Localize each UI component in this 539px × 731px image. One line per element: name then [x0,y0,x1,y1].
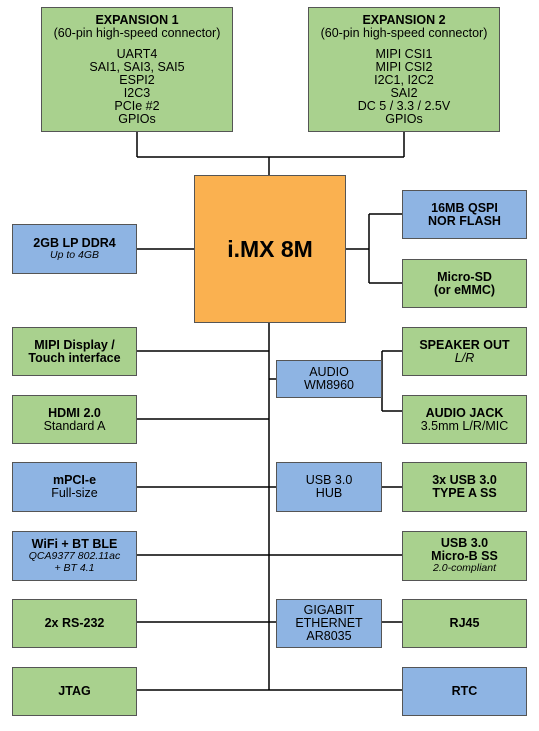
usb-microb-line1: USB 3.0 [440,536,489,551]
audio-jack-note: 3.5mm L/R/MIC [420,418,509,433]
hdmi-block: HDMI 2.0 Standard A [12,395,137,444]
ethernet-block: GIGABIT ETHERNET AR8035 [276,599,382,648]
qspi-line1: 16MB QSPI [431,200,498,215]
microsd-block: Micro-SD (or eMMC) [402,259,527,308]
wifi-title: WiFi + BT BLE [31,537,118,551]
audio-jack-title: AUDIO JACK [425,405,504,420]
expansion1-item: ESPI2 [119,72,155,87]
usb-microb-note: 2.0-compliant [432,562,497,575]
usb-typea-line1: 3x USB 3.0 [432,473,497,487]
expansion2-item: MIPI CSI2 [375,59,433,74]
ethernet-line2: ETHERNET [295,616,363,630]
cpu-block: i.MX 8M [194,175,346,323]
microsd-line1: Micro-SD [437,269,492,284]
expansion1-item: GPIOs [118,111,156,126]
speaker-out-block: SPEAKER OUT L/R [402,327,527,376]
audio-line1: AUDIO [309,365,349,379]
audio-line2: WM8960 [303,378,355,392]
jtag-label: JTAG [58,684,91,698]
expansion1-item: I2C3 [123,85,151,100]
mpcie-block: mPCI-e Full-size [12,462,137,512]
usb-hub-line1: USB 3.0 [305,473,353,487]
mpcie-note: Full-size [51,486,98,500]
expansion2-item: DC 5 / 3.3 / 2.5V [357,98,451,113]
mipi-display-line1: MIPI Display / [34,337,115,352]
ethernet-line3: AR8035 [306,629,352,643]
expansion1-block: EXPANSION 1 (60-pin high-speed connector… [41,7,233,132]
hdmi-note: Standard A [43,418,106,433]
usb-hub-line2: HUB [315,486,343,500]
rs232-label: 2x RS-232 [44,616,105,630]
rs232-block: 2x RS-232 [12,599,137,648]
ethernet-line1: GIGABIT [303,603,355,617]
expansion1-item: UART4 [116,46,158,61]
rtc-label: RTC [451,684,478,698]
expansion2-item: I2C1, I2C2 [374,72,434,87]
hdmi-title: HDMI 2.0 [48,405,101,420]
expansion2-item: MIPI CSI1 [375,46,433,61]
rj45-block: RJ45 [402,599,527,648]
mipi-display-line2: Touch interface [28,350,121,365]
expansion2-item: GPIOs [385,111,423,126]
wifi-block: WiFi + BT BLE QCA9377 802.11ac + BT 4.1 [12,531,137,581]
expansion1-item: PCIe #2 [114,98,160,113]
ddr-block: 2GB LP DDR4 Up to 4GB [12,224,137,274]
expansion2-title: EXPANSION 2 [362,12,446,27]
mipi-display-block: MIPI Display / Touch interface [12,327,137,376]
expansion1-subtitle: (60-pin high-speed connector) [53,25,221,40]
rtc-block: RTC [402,667,527,716]
expansion2-item: SAI2 [390,85,418,100]
audio-codec-block: AUDIO WM8960 [276,360,382,398]
usb-microb-line2: Micro-B SS [431,549,498,564]
expansion2-subtitle: (60-pin high-speed connector) [320,25,488,40]
speaker-title: SPEAKER OUT [419,337,510,352]
ddr-note: Up to 4GB [49,248,100,261]
audio-jack-block: AUDIO JACK 3.5mm L/R/MIC [402,395,527,444]
qspi-line2: NOR FLASH [428,213,501,228]
expansion2-block: EXPANSION 2 (60-pin high-speed connector… [308,7,500,132]
usb-typea-line2: TYPE A SS [432,486,497,500]
wifi-note2: + BT 4.1 [54,561,95,574]
expansion1-item: SAI1, SAI3, SAI5 [89,59,185,74]
wifi-note1: QCA9377 802.11ac [28,550,121,562]
mpcie-title: mPCI-e [52,473,97,487]
usb-typea-block: 3x USB 3.0 TYPE A SS [402,462,527,512]
cpu-label: i.MX 8M [227,235,313,262]
qspi-block: 16MB QSPI NOR FLASH [402,190,527,239]
microsd-line2: (or eMMC) [433,282,496,297]
usb-hub-block: USB 3.0 HUB [276,462,382,512]
ddr-title: 2GB LP DDR4 [33,235,116,250]
speaker-note: L/R [454,350,475,365]
rj45-label: RJ45 [449,616,480,630]
usb-microb-block: USB 3.0 Micro-B SS 2.0-compliant [402,531,527,581]
jtag-block: JTAG [12,667,137,716]
expansion1-title: EXPANSION 1 [95,12,179,27]
